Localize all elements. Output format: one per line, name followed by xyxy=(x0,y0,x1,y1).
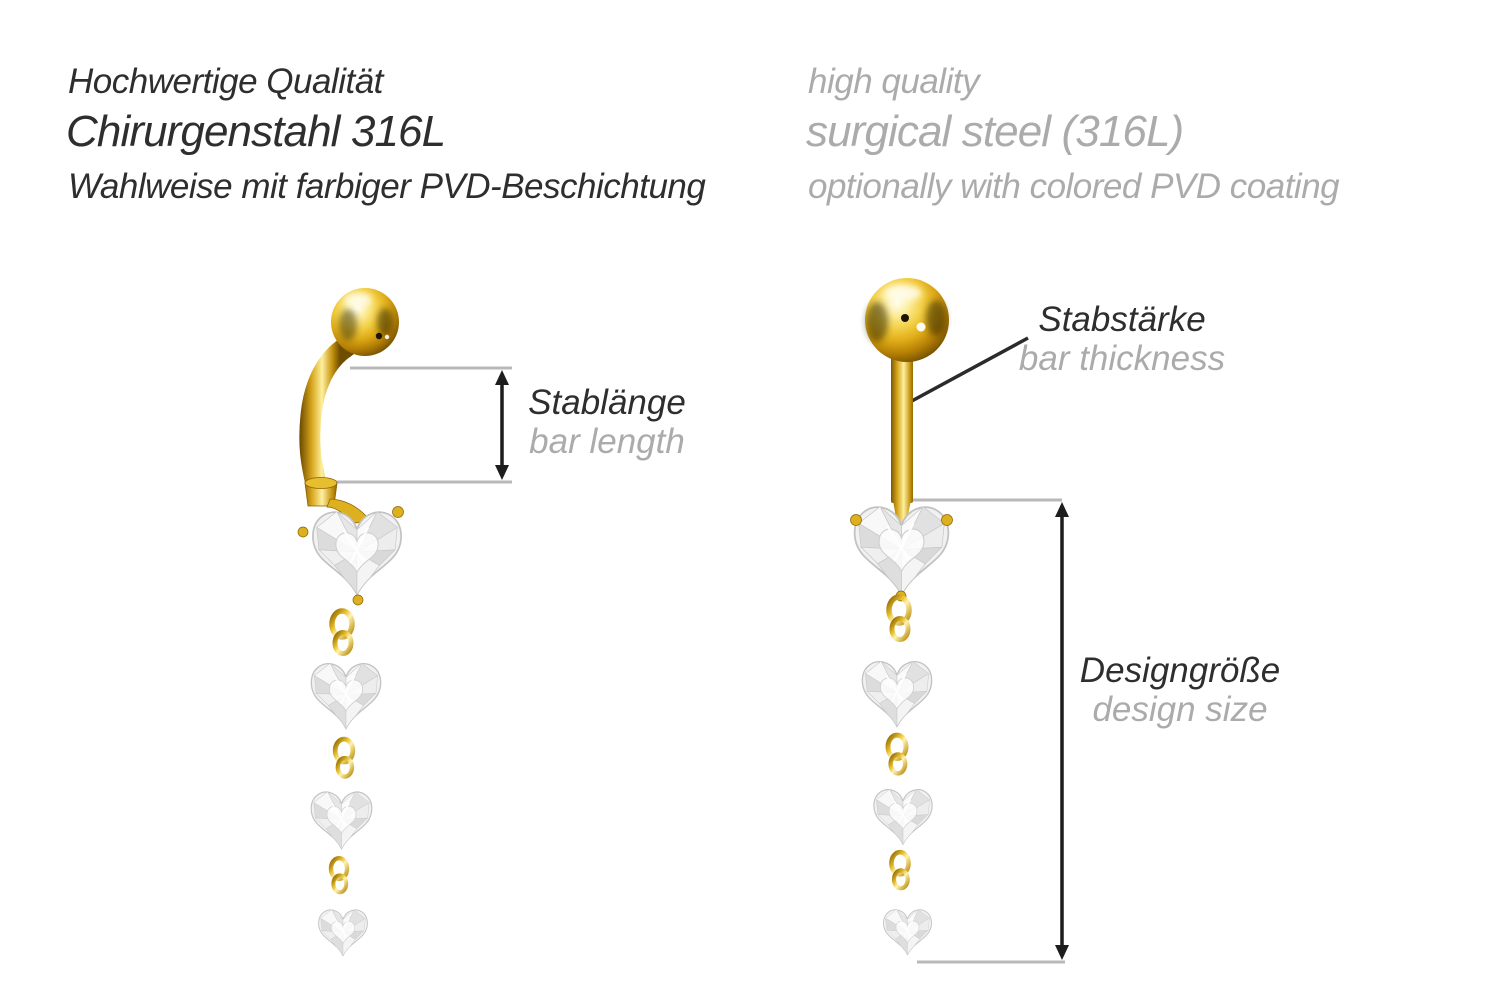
heart-crystal-1 xyxy=(313,512,401,595)
design-size-measure xyxy=(905,498,1069,964)
bar-length-label-en: bar length xyxy=(529,421,685,461)
straight-bar xyxy=(891,353,913,503)
heart-crystal-2 xyxy=(862,661,931,726)
gold-claw xyxy=(352,594,364,606)
pendant-setting xyxy=(304,477,369,524)
header-en-material: surgical steel (316L) xyxy=(806,107,1184,156)
bar-thickness-label-de: Stabstärke xyxy=(1038,300,1206,339)
bar-thickness-pointer xyxy=(909,336,1029,404)
heart-crystal-3 xyxy=(311,792,372,849)
chain-link xyxy=(331,858,347,892)
curved-bar xyxy=(299,336,357,495)
bar-thickness-label-en: bar thickness xyxy=(1018,338,1226,378)
banana-barbell-front-view xyxy=(850,278,953,955)
heart-crystal-4 xyxy=(883,910,931,955)
chain-link xyxy=(889,597,909,640)
header-de-coating: Wahlweise mit farbiger PVD-Beschichtung xyxy=(68,167,706,206)
gold-claw xyxy=(941,514,953,526)
chain-link xyxy=(332,611,352,654)
bar-length-label-de: Stablänge xyxy=(528,383,686,422)
header-de-quality: Hochwertige Qualität xyxy=(68,62,383,101)
chain-link xyxy=(888,735,906,773)
header-en-coating: optionally with colored PVD coating xyxy=(808,167,1340,206)
chain-link xyxy=(335,739,353,776)
gold-claw xyxy=(297,526,309,538)
double-arrow-icon xyxy=(1055,502,1069,960)
double-arrow-icon xyxy=(495,370,509,480)
header-de-material: Chirurgenstahl 316L xyxy=(66,107,446,156)
ball-hole xyxy=(901,314,909,322)
gold-claw xyxy=(850,514,862,526)
heart-crystal-2 xyxy=(311,663,380,728)
bar-length-measure xyxy=(333,366,512,484)
design-size-label-en: design size xyxy=(1092,689,1268,729)
header-en-quality: high quality xyxy=(808,62,980,101)
banana-barbell-side-view xyxy=(297,288,404,956)
annotation-design-size: Designgröße design size xyxy=(1079,651,1281,729)
chain-link xyxy=(892,852,909,888)
ball-closure xyxy=(865,278,949,362)
ball-closure xyxy=(331,288,399,356)
design-size-label-de: Designgröße xyxy=(1079,651,1281,690)
annotation-bar-length: Stablänge bar length xyxy=(528,383,686,461)
ball-hole xyxy=(375,332,383,340)
pointer-line xyxy=(909,336,1029,404)
heart-crystal-3 xyxy=(874,789,932,844)
heart-crystal-4 xyxy=(319,910,368,956)
gold-claw xyxy=(392,506,404,518)
annotation-bar-thickness: Stabstärke bar thickness xyxy=(1018,300,1226,378)
